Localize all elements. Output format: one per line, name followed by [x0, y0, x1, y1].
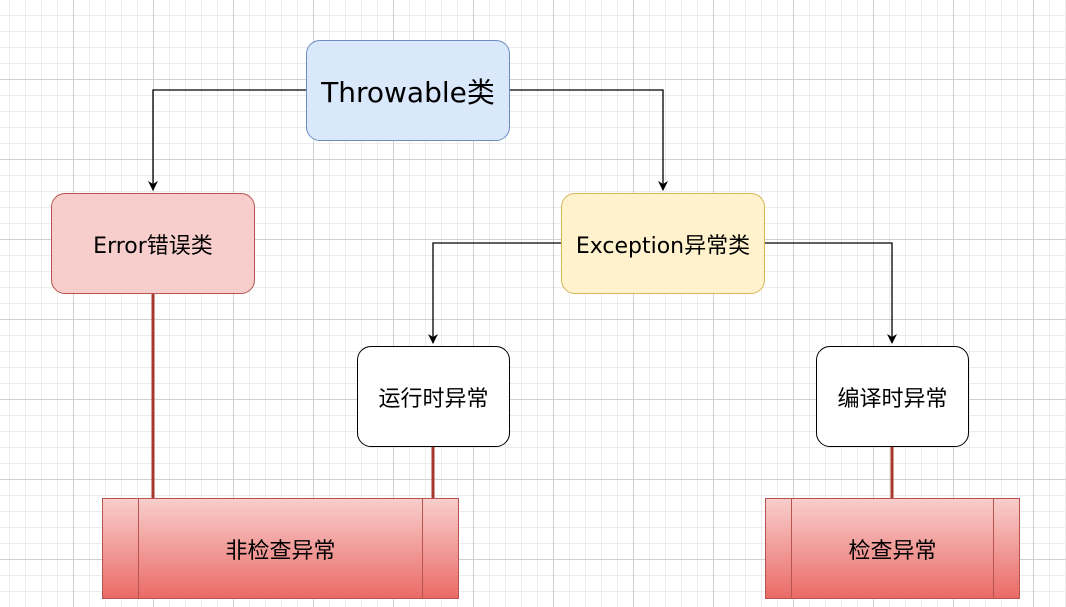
node-throwable[interactable]: Throwable类 [306, 40, 510, 141]
edge-exception-to-compile [765, 242, 897, 344]
edge-exception-to-runtime [428, 242, 561, 344]
process-divider-left [138, 499, 139, 598]
node-exception[interactable]: Exception异常类 [561, 193, 765, 294]
node-runtime-exception-label: 运行时异常 [378, 386, 489, 412]
node-error[interactable]: Error错误类 [51, 193, 255, 294]
node-unchecked-exception-label: 非检查异常 [225, 538, 336, 564]
node-error-label: Error错误类 [93, 233, 213, 259]
edge-throwable-to-error [148, 89, 306, 191]
node-exception-label: Exception异常类 [575, 233, 751, 259]
node-compile-exception-label: 编译时异常 [837, 386, 948, 412]
node-checked-exception-label: 检查异常 [848, 538, 937, 564]
process-divider-left [791, 499, 792, 598]
node-unchecked-exception[interactable]: 非检查异常 [102, 498, 459, 599]
node-throwable-label: Throwable类 [321, 75, 495, 109]
node-runtime-exception[interactable]: 运行时异常 [357, 346, 510, 447]
process-divider-right [993, 499, 994, 598]
edge-throwable-to-exception [510, 89, 668, 191]
node-checked-exception[interactable]: 检查异常 [765, 498, 1020, 599]
process-divider-right [422, 499, 423, 598]
node-compile-exception[interactable]: 编译时异常 [816, 346, 969, 447]
